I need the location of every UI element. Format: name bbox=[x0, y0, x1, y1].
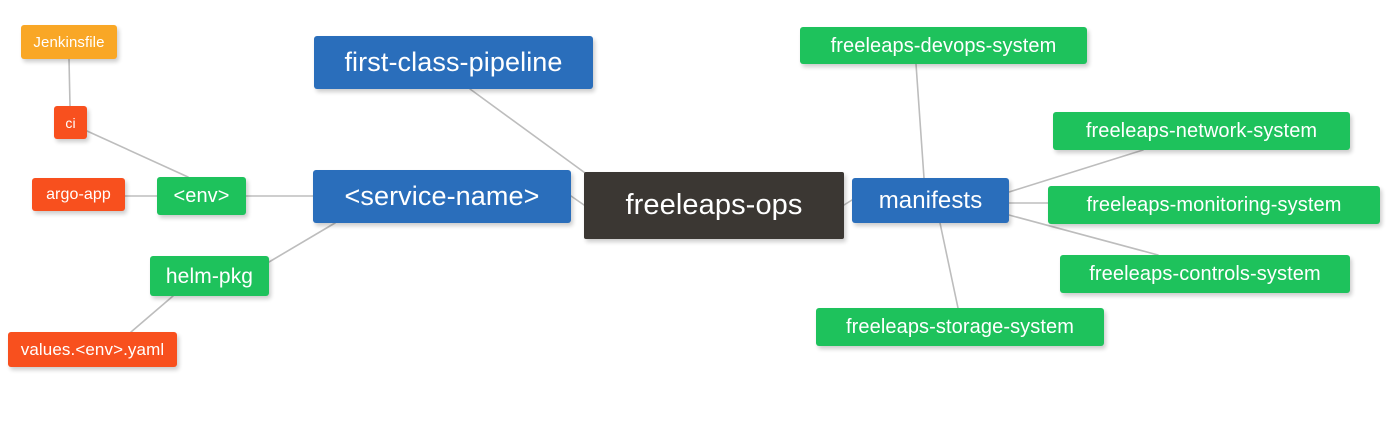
mindmap-edge-manifests-to-freeleaps-storage-system bbox=[939, 222, 959, 309]
mindmap-node-helm-pkg[interactable]: helm-pkg bbox=[150, 256, 269, 296]
mindmap-node-root[interactable]: freeleaps-ops bbox=[584, 172, 844, 239]
mindmap-node-values-yaml[interactable]: values.<env>.yaml bbox=[8, 332, 177, 367]
mindmap-node-label: freeleaps-controls-system bbox=[1089, 263, 1321, 285]
mindmap-node-freeleaps-storage-system[interactable]: freeleaps-storage-system bbox=[816, 308, 1104, 346]
mindmap-node-label: values.<env>.yaml bbox=[20, 340, 165, 359]
mindmap-node-manifests[interactable]: manifests bbox=[852, 178, 1009, 223]
mindmap-node-label: freeleaps-ops bbox=[625, 189, 803, 221]
mindmap-node-label: helm-pkg bbox=[165, 264, 254, 288]
mindmap-edge-root-to-service-name bbox=[570, 195, 585, 206]
mindmap-node-freeleaps-network-system[interactable]: freeleaps-network-system bbox=[1053, 112, 1350, 150]
mindmap-node-label: <service-name> bbox=[344, 181, 540, 211]
mindmap-edge-root-to-first-class-pipeline bbox=[469, 88, 593, 179]
mindmap-node-label: ci bbox=[65, 114, 76, 131]
mindmap-node-ci[interactable]: ci bbox=[54, 106, 87, 139]
mindmap-edge-manifests-to-freeleaps-network-system bbox=[1008, 149, 1144, 193]
mindmap-node-label: freeleaps-monitoring-system bbox=[1086, 194, 1342, 216]
mindmap-node-env[interactable]: <env> bbox=[157, 177, 246, 215]
mindmap-edge-helm-pkg-to-values-yaml bbox=[130, 295, 174, 333]
mindmap-node-label: <env> bbox=[173, 185, 230, 207]
mindmap-edge-root-to-manifests bbox=[843, 199, 853, 206]
mindmap-node-freeleaps-monitoring-system[interactable]: freeleaps-monitoring-system bbox=[1048, 186, 1380, 224]
mindmap-edge-env-to-ci bbox=[86, 130, 189, 178]
mindmap-node-label: Jenkinsfile bbox=[33, 33, 105, 51]
mindmap-edge-manifests-to-freeleaps-controls-system bbox=[1008, 214, 1159, 256]
mindmap-node-label: freeleaps-network-system bbox=[1085, 120, 1318, 142]
mindmap-node-jenkinsfile[interactable]: Jenkinsfile bbox=[21, 25, 117, 59]
mindmap-edge-ci-to-jenkinsfile bbox=[68, 58, 71, 107]
mindmap-edge-manifests-to-freeleaps-devops-system bbox=[915, 63, 925, 179]
mindmap-node-label: freeleaps-devops-system bbox=[830, 34, 1057, 57]
mindmap-node-service-name[interactable]: <service-name> bbox=[313, 170, 571, 223]
mindmap-node-label: first-class-pipeline bbox=[344, 47, 563, 77]
mindmap-node-argo-app[interactable]: argo-app bbox=[32, 178, 125, 211]
mindmap-node-first-class-pipeline[interactable]: first-class-pipeline bbox=[314, 36, 593, 89]
mindmap-node-label: argo-app bbox=[46, 185, 111, 203]
mindmap-node-freeleaps-devops-system[interactable]: freeleaps-devops-system bbox=[800, 27, 1087, 64]
mindmap-node-freeleaps-controls-system[interactable]: freeleaps-controls-system bbox=[1060, 255, 1350, 293]
mindmap-edge-service-name-to-helm-pkg bbox=[268, 222, 336, 263]
mindmap-node-label: manifests bbox=[878, 186, 983, 214]
mindmap-node-label: freeleaps-storage-system bbox=[845, 316, 1075, 338]
